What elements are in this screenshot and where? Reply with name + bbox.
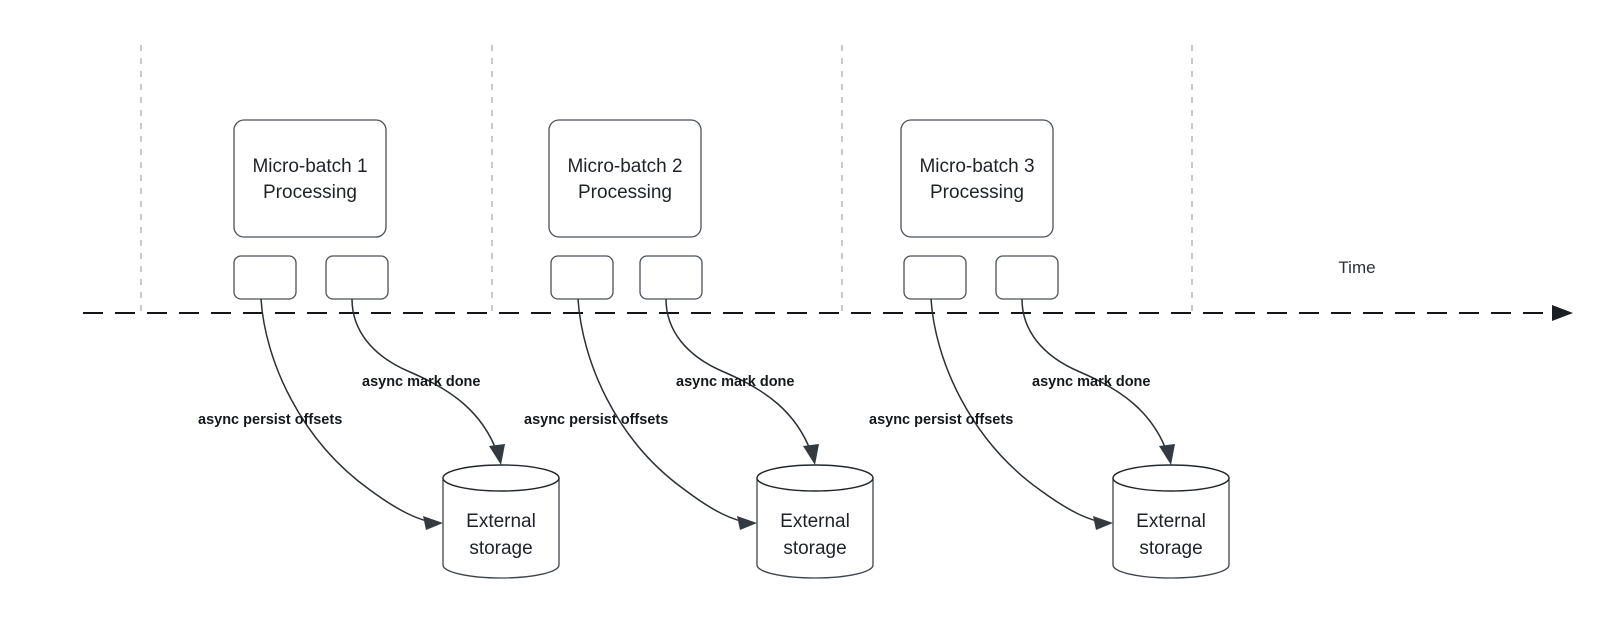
micro-batch-1-line2: Processing [263,182,357,203]
micro-batch-3-persist-task[interactable] [903,255,967,300]
micro-batch-2-box[interactable]: Micro-batch 2 Processing [548,119,702,238]
persist-offsets-arrow-2-icon [737,516,757,530]
micro-batch-2-persist-task[interactable] [550,255,614,300]
micro-batch-3-box[interactable]: Micro-batch 3 Processing [900,119,1054,238]
micro-batch-3-line2: Processing [930,182,1024,203]
external-storage-2-body[interactable] [756,477,874,579]
external-storage-2-line2: storage [783,538,846,559]
micro-batch-2-line2: Processing [578,182,672,203]
async-persist-offsets-label-1: async persist offsets [198,412,342,428]
external-storage-3[interactable]: External storage [1112,464,1230,579]
time-axis-label: Time [1338,258,1375,277]
external-storage-1-line1: External [466,511,536,532]
external-storage-1[interactable]: External storage [442,464,560,579]
async-mark-done-label-3: async mark done [1032,374,1150,390]
tick-lines-group [140,45,1193,313]
micro-batch-1-persist-task[interactable] [233,255,297,300]
persist-offsets-edge-1 [260,298,438,524]
async-persist-offsets-label-2: async persist offsets [524,412,668,428]
time-arrow-icon [1552,305,1573,321]
micro-batch-3-line1: Micro-batch 3 [919,156,1034,177]
persist-offsets-arrow-3-icon [1093,516,1113,530]
external-storage-1-top [442,464,560,492]
mark-done-edge-2 [665,298,812,453]
mark-done-arrow-2-icon [803,444,819,465]
async-mark-done-label-2: async mark done [676,374,794,390]
mark-done-edge-1 [351,298,498,453]
mark-done-arrow-3-icon [1159,444,1175,465]
group-1: Micro-batch 1 Processing async persist o… [198,119,560,579]
persist-offsets-edge-2 [577,298,752,524]
micro-batch-1-box[interactable]: Micro-batch 1 Processing [233,119,387,238]
micro-batch-2-markdone-task[interactable] [639,255,703,300]
micro-batch-3-markdone-task[interactable] [995,255,1059,300]
external-storage-3-top [1112,464,1230,492]
micro-batch-1-line1: Micro-batch 1 [252,156,367,177]
group-2: Micro-batch 2 Processing async persist o… [524,119,874,579]
external-storage-2-top [756,464,874,492]
micro-batch-1-markdone-task[interactable] [325,255,389,300]
timeline-axis: Time [83,258,1573,321]
micro-batch-2-box-rect[interactable] [548,119,702,238]
group-3: Micro-batch 3 Processing async persist o… [869,119,1230,579]
external-storage-1-line2: storage [469,538,532,559]
async-persist-offsets-label-3: async persist offsets [869,412,1013,428]
async-mark-done-label-1: async mark done [362,374,480,390]
external-storage-3-body[interactable] [1112,477,1230,579]
mark-done-arrow-1-icon [489,444,505,465]
external-storage-2[interactable]: External storage [756,464,874,579]
external-storage-2-line1: External [780,511,850,532]
mark-done-edge-3 [1021,298,1168,453]
external-storage-3-line1: External [1136,511,1206,532]
persist-offsets-arrow-1-icon [423,516,443,530]
external-storage-3-line2: storage [1139,538,1202,559]
persist-offsets-edge-3 [930,298,1108,524]
micro-batch-2-line1: Micro-batch 2 [567,156,682,177]
micro-batch-3-box-rect[interactable] [900,119,1054,238]
micro-batch-1-box-rect[interactable] [233,119,387,238]
external-storage-1-body[interactable] [442,477,560,579]
